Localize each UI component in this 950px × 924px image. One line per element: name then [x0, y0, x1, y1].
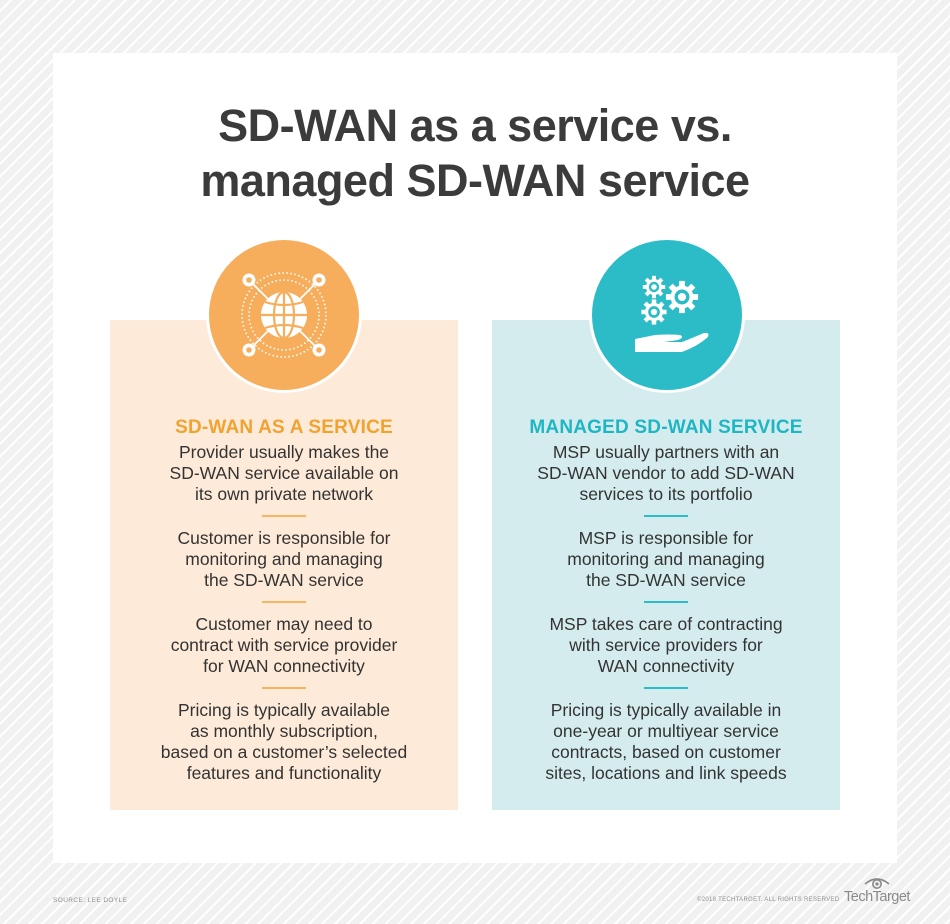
logo-text: TechTarget: [844, 889, 910, 905]
divider: [644, 601, 688, 603]
techtarget-logo: TechTarget: [844, 876, 910, 906]
list-item: Pricing is typically available in one-ye…: [545, 700, 787, 783]
divider: [644, 687, 688, 689]
list-item: MSP takes care of contracting with servi…: [549, 614, 783, 676]
divider: [644, 515, 688, 517]
copyright-notice: ©2018 TECHTARGET. ALL RIGHTS RESERVED: [697, 897, 840, 903]
column-heading: MANAGED SD-WAN SERVICE: [529, 417, 803, 438]
divider: [262, 687, 306, 689]
source-credit: SOURCE: LEE DOYLE: [53, 897, 128, 904]
column-heading: SD-WAN AS A SERVICE: [175, 417, 393, 438]
list-item: Pricing is typically available as monthl…: [160, 700, 408, 783]
managed-sd-wan-service-panel: MANAGED SD-WAN SERVICE MSP usually partn…: [492, 320, 840, 810]
list-item: MSP usually partners with an SD-WAN vend…: [537, 442, 795, 504]
list-item: MSP is responsible for monitoring and ma…: [567, 528, 765, 590]
sd-wan-as-a-service-panel: SD-WAN AS A SERVICE Provider usually mak…: [110, 320, 458, 810]
title-line-2: managed SD-WAN service: [200, 155, 750, 206]
page-title: SD-WAN as a service vs. managed SD-WAN s…: [53, 98, 897, 208]
list-item: Customer is responsible for monitoring a…: [177, 528, 391, 590]
divider: [262, 515, 306, 517]
title-line-1: SD-WAN as a service vs.: [218, 100, 732, 151]
divider: [262, 601, 306, 603]
gears-in-hand-icon: [589, 237, 745, 393]
globe-network-icon: [206, 237, 362, 393]
list-item: Customer may need to contract with servi…: [170, 614, 398, 676]
list-item: Provider usually makes the SD-WAN servic…: [169, 442, 399, 504]
eye-icon: [864, 878, 890, 889]
